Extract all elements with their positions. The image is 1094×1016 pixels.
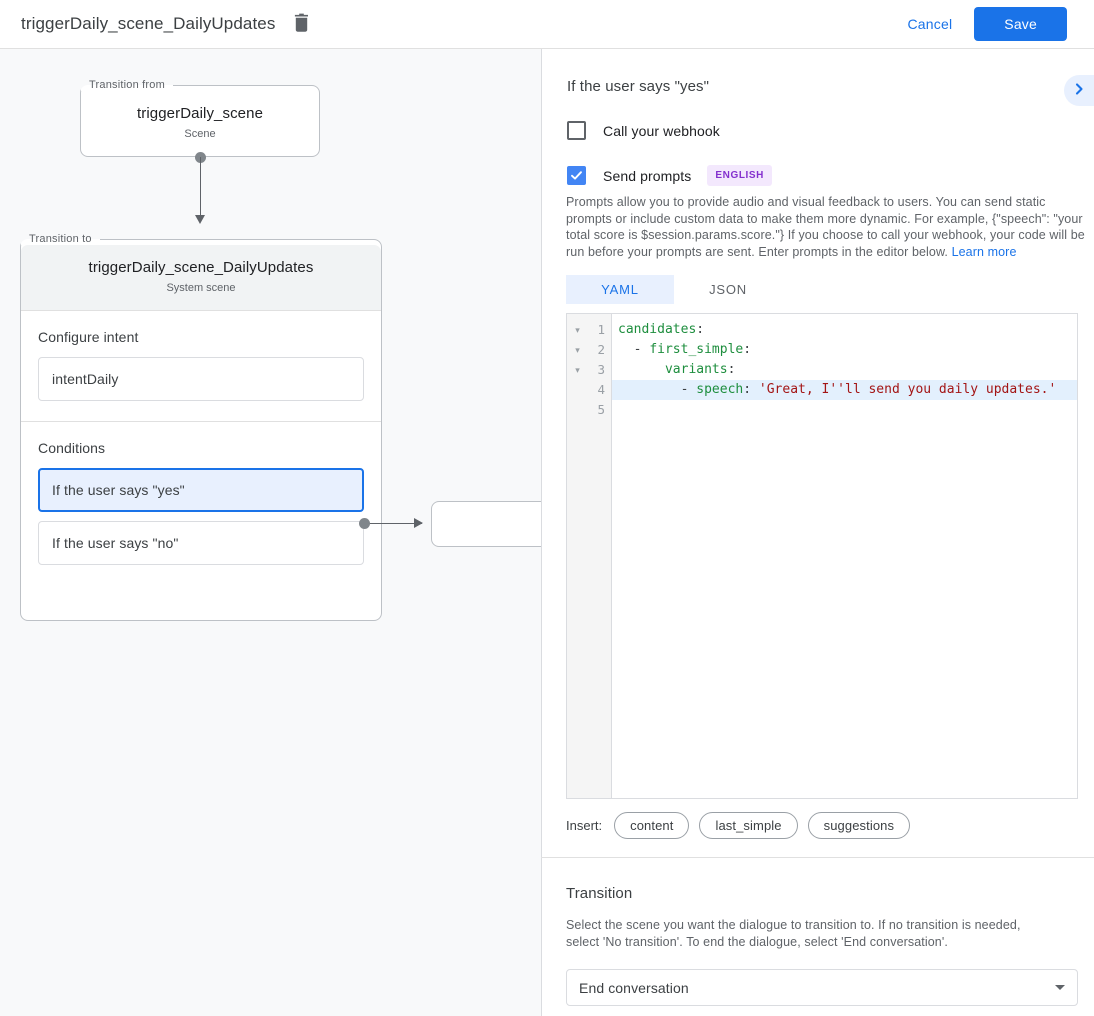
transition-from-legend: Transition from [89, 79, 165, 91]
code-token: : [696, 322, 705, 337]
code-token: - [618, 342, 650, 357]
transition-to-header: triggerDaily_scene_DailyUpdates System s… [21, 245, 381, 310]
transition-to-subtitle: System scene [166, 282, 236, 294]
condition-item-no[interactable]: If the user says "no" [38, 521, 364, 565]
trash-icon [293, 13, 310, 35]
downstream-node[interactable] [431, 501, 541, 547]
code-line-4[interactable]: - speech: 'Great, I''ll send you daily u… [612, 380, 1077, 400]
code-token: : [727, 362, 736, 377]
insert-chip-last-simple[interactable]: last_simple [699, 812, 798, 839]
transition-section-title: Transition [566, 885, 633, 902]
send-prompts-label: Send prompts [603, 167, 692, 184]
transition-target-select[interactable]: End conversation [566, 969, 1078, 1006]
language-badge: ENGLISH [707, 165, 773, 186]
chevron-down-icon [1055, 985, 1065, 990]
code-token: - [618, 382, 697, 397]
line-number: 5 [597, 402, 605, 417]
tab-json[interactable]: JSON [674, 275, 782, 304]
insert-chips-row: Insert: content last_simple suggestions [566, 812, 920, 839]
code-token: variants [664, 362, 728, 377]
transition-to-name: triggerDaily_scene_DailyUpdates [88, 259, 314, 276]
fold-marker-5 [567, 400, 588, 420]
editor-code-area[interactable]: candidates: - first_simple: variants: - … [612, 314, 1077, 798]
chevron-right-icon [1072, 82, 1086, 99]
transition-from-name: triggerDaily_scene [136, 105, 264, 122]
configure-intent-label: Configure intent [38, 329, 139, 345]
connector-line-horizontal [368, 523, 422, 524]
editor-fold-column[interactable]: ▾ ▾ ▾ [567, 314, 588, 798]
code-token: : [743, 382, 759, 397]
conditions-label: Conditions [38, 440, 106, 456]
line-number: 3 [597, 362, 605, 377]
prompts-description: Prompts allow you to provide audio and v… [566, 194, 1090, 260]
fold-marker-2[interactable]: ▾ [575, 345, 580, 355]
line-number: 4 [597, 382, 605, 397]
condition-item-yes[interactable]: If the user says "yes" [38, 468, 364, 512]
condition-output-dot [359, 518, 370, 529]
panel-title: If the user says "yes" [567, 78, 710, 95]
configure-intent-section: Configure intent intentDaily [21, 310, 381, 421]
code-line-3[interactable]: variants: [612, 360, 1077, 380]
insert-label: Insert: [566, 818, 603, 833]
line-number: 2 [597, 342, 605, 357]
topbar-actions: Cancel Save [896, 7, 1094, 41]
prompts-description-text: Prompts allow you to provide audio and v… [566, 195, 1085, 259]
code-token: speech [696, 382, 744, 397]
prompt-code-editor[interactable]: ▾ ▾ ▾ 1 2 3 4 5 candidates: - first_simple: va… [566, 313, 1078, 799]
connector-arrowhead-right [414, 518, 423, 528]
code-token [618, 362, 665, 377]
transition-section-description: Select the scene you want the dialogue t… [566, 918, 1021, 949]
call-webhook-label: Call your webhook [603, 122, 720, 139]
learn-more-link[interactable]: Learn more [951, 244, 1017, 259]
insert-chip-suggestions[interactable]: suggestions [807, 812, 911, 839]
connector-arrowhead-down [195, 215, 205, 224]
code-token: : [743, 342, 752, 357]
transition-to-node[interactable]: Transition to triggerDaily_scene_DailyUp… [20, 233, 382, 621]
save-button[interactable]: Save [974, 7, 1067, 41]
send-prompts-checkbox[interactable] [567, 166, 586, 185]
top-bar: triggerDaily_scene_DailyUpdates Cancel S… [0, 0, 1094, 49]
fold-marker-1[interactable]: ▾ [575, 325, 580, 335]
code-line-1[interactable]: candidates: [612, 320, 1077, 340]
fold-marker-3[interactable]: ▾ [575, 365, 580, 375]
connector-line-vertical [200, 157, 201, 217]
intent-field[interactable]: intentDaily [38, 357, 364, 401]
editor-line-numbers: 1 2 3 4 5 [588, 314, 612, 798]
format-tabs: YAML JSON [566, 275, 782, 304]
section-divider [541, 857, 1094, 858]
line-number: 1 [597, 322, 605, 337]
code-token: candidates [618, 322, 697, 337]
flow-canvas[interactable]: Transition from triggerDaily_scene Scene… [0, 49, 541, 1016]
transition-to-legend: Transition to [29, 233, 92, 245]
tab-yaml[interactable]: YAML [566, 275, 674, 304]
transition-from-subtitle: Scene [184, 128, 216, 140]
page-title: triggerDaily_scene_DailyUpdates [21, 14, 276, 33]
call-webhook-checkbox-row[interactable]: Call your webhook [567, 121, 720, 140]
code-line-5[interactable] [612, 400, 1077, 420]
delete-button[interactable] [289, 12, 313, 36]
code-token: 'Great, I''ll send you daily updates.' [758, 382, 1057, 397]
expand-panel-button[interactable] [1064, 75, 1094, 106]
send-prompts-checkbox-row[interactable]: Send prompts ENGLISH [567, 165, 773, 186]
transition-target-value: End conversation [579, 979, 689, 996]
conditions-section: Conditions If the user says "yes" If the… [21, 421, 381, 585]
code-token: first_simple [649, 342, 744, 357]
transition-from-node[interactable]: Transition from triggerDaily_scene Scene [80, 79, 320, 157]
insert-chip-content[interactable]: content [614, 812, 690, 839]
cancel-button[interactable]: Cancel [896, 8, 965, 40]
code-line-2[interactable]: - first_simple: [612, 340, 1077, 360]
call-webhook-checkbox[interactable] [567, 121, 586, 140]
fold-marker-4 [567, 380, 588, 400]
